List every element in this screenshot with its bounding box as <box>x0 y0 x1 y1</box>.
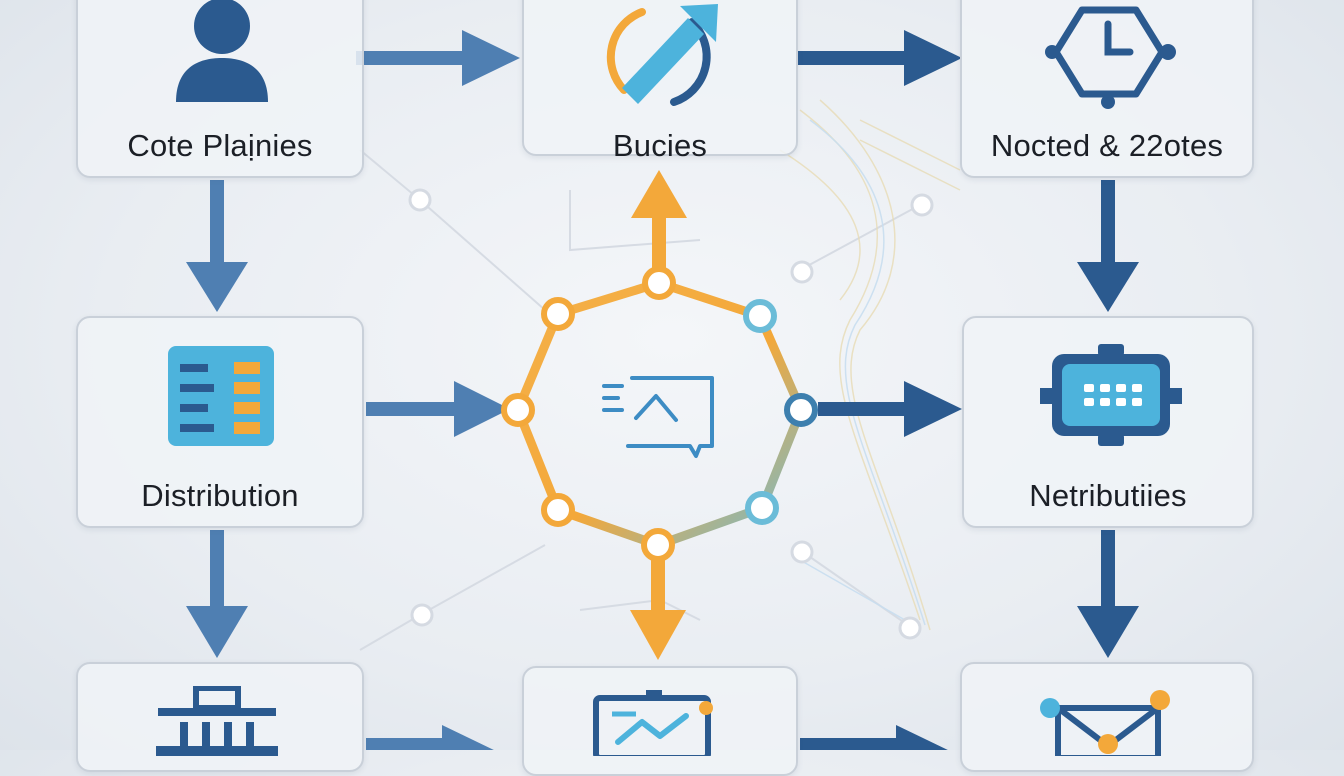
hub-ring <box>501 266 818 562</box>
network-dot <box>408 188 432 212</box>
chat-chart-icon <box>602 376 714 458</box>
hub-arrow-down <box>630 548 686 660</box>
arrow-right-top-1 <box>356 30 520 86</box>
node-label: Netributiies <box>1029 478 1187 513</box>
person-icon <box>176 0 268 102</box>
hub-node <box>745 491 779 525</box>
node-label: Nocted & 22otes <box>990 128 1224 163</box>
hub-node <box>641 528 675 562</box>
hub-node <box>743 299 777 333</box>
network-triangle-icon <box>1040 690 1170 756</box>
arrows-horizontal <box>356 30 962 750</box>
arrow-right-bottom-1 <box>366 725 494 750</box>
arrow-down-right-1 <box>1077 180 1139 312</box>
decorative-streaks <box>779 99 961 631</box>
node-label: Cote Plaịnies <box>127 128 313 163</box>
chart-board-icon <box>593 690 713 756</box>
node-mid-right: Netributiies <box>962 316 1254 528</box>
network-dot <box>410 603 434 627</box>
node-mid-left: Distribution <box>76 316 364 528</box>
building-icon <box>156 686 278 756</box>
hub-node <box>541 493 575 527</box>
network-dots <box>408 188 934 640</box>
hub-node <box>501 393 535 427</box>
diagram-canvas <box>186 30 1139 750</box>
clock-hexagon-icon <box>1045 6 1176 109</box>
node-label: Bucies <box>612 128 708 163</box>
network-dot <box>898 616 922 640</box>
arrows-vertical <box>186 180 1139 658</box>
hub-arrow-up <box>631 170 687 280</box>
arrow-down-left-2 <box>186 530 248 658</box>
keypad-device-icon <box>1040 344 1182 446</box>
node-bottom-center <box>522 666 798 776</box>
node-top-left: Cote Plaịnies <box>76 0 364 178</box>
arrow-right-mid-2 <box>818 381 962 437</box>
node-top-center: Bucies <box>522 0 798 163</box>
decorative-streaks-blue <box>799 119 926 626</box>
network-dot <box>910 193 934 217</box>
arrow-right-bottom-2 <box>800 725 948 750</box>
arrow-circle-icon <box>606 4 718 106</box>
network-dot <box>790 260 814 284</box>
arrow-down-right-2 <box>1077 530 1139 658</box>
node-bottom-left <box>76 662 364 772</box>
node-label: Distribution <box>141 478 299 513</box>
hub-node <box>784 393 818 427</box>
background-network <box>359 149 921 651</box>
hub-node <box>541 297 575 331</box>
network-dot <box>790 540 814 564</box>
arrow-down-left-1 <box>186 180 248 312</box>
node-bottom-right <box>960 662 1254 772</box>
hub-node <box>642 266 676 300</box>
node-top-right: Nocted & 22otes <box>960 0 1254 178</box>
list-document-icon <box>168 346 274 446</box>
arrow-right-top-2 <box>798 30 962 86</box>
arrow-right-mid-1 <box>366 381 510 437</box>
